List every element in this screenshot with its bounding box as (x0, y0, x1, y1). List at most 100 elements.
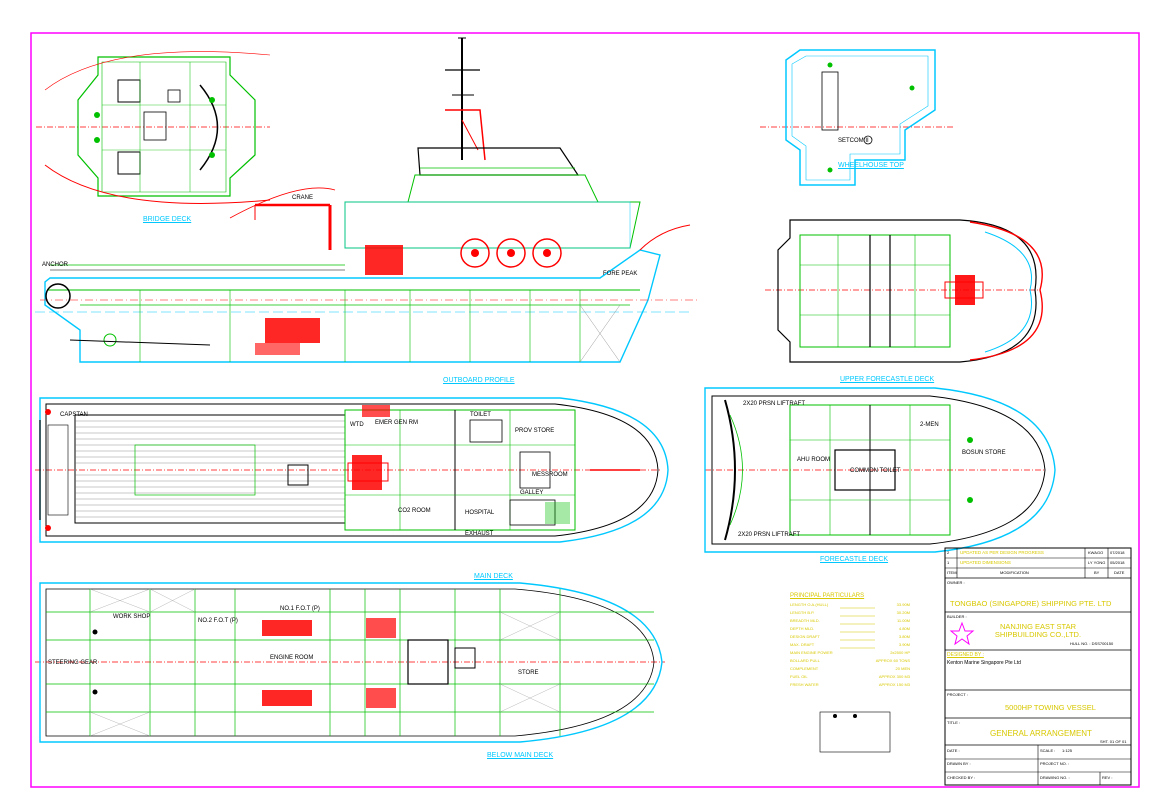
particulars-label: FRESH WATER (790, 682, 819, 687)
particulars-value: 20 MEN (895, 666, 910, 671)
rev-row-2-no: 1 (947, 560, 950, 565)
builder-name: NANJING EAST STAR SHIPBUILDING CO.,LTD. (994, 622, 1082, 640)
particulars-rows: LENGTH O.A.(HULL) 33.90M LENGTH B.P.30.20M… (790, 602, 910, 690)
designer-label: DESIGNED BY : (947, 652, 984, 658)
rev-row-1-no: 2 (947, 550, 950, 555)
particulars-label: BOLLARD PULL (790, 658, 820, 663)
below-main-deck-title: BELOW MAIN DECK (487, 752, 554, 759)
upper-forecastle-deck-title: UPPER FORECASTLE DECK (840, 376, 935, 383)
owner-label: OWNER : (947, 580, 965, 585)
rev-row-1-text: UPDATED AS PER DESIGN PROGRESS (960, 550, 1044, 555)
wheelhouse-top-plan (760, 49, 955, 186)
particulars-row: DESIGN DRAFT 3.80M (790, 634, 910, 642)
particulars-row: LENGTH O.A.(HULL) 33.90M (790, 602, 910, 610)
particulars-underlines (840, 607, 875, 649)
drawing-title: GENERAL ARRANGEMENT (990, 729, 1092, 738)
rev-header-by: BY (1094, 570, 1100, 575)
checked-by-label: CHECKED BY : (947, 775, 976, 780)
liferaft-bottom-label: 2X20 PRSN LIFTRAFT (738, 532, 801, 538)
project-name: 5000HP TOWING VESSEL (1005, 703, 1096, 712)
main-deck-plan (35, 397, 669, 543)
sheet-border (30, 32, 1140, 788)
hull-number: HULL NO. : DSS700150 (1070, 641, 1114, 646)
particulars-row: FUEL OIL APPROX 300 M3 (790, 674, 910, 682)
title-label: TITLE : (947, 720, 961, 725)
rev-row-2-text: UPDATED DIMENSIONS (960, 560, 1011, 565)
particulars-heading: PRINCIPAL PARTICULARS (790, 593, 865, 599)
emer-gen-rm-label: EMER GEN RM (375, 420, 419, 426)
particulars-row: LENGTH B.P.30.20M (790, 610, 910, 618)
project-no-label: PROJECT NO. : (1040, 761, 1070, 766)
main-deck-title: MAIN DECK (474, 573, 513, 580)
below-main-deck-plan (35, 582, 665, 743)
anchor-label: ANCHOR (42, 262, 69, 268)
common-toilet-label: COMMON TOILET (850, 468, 901, 474)
drawing-no-label: DRAWING NO. : (1040, 775, 1070, 780)
symbol-legend-box (819, 711, 891, 753)
particulars-row: DEPTH MLD.4.80M (790, 626, 910, 634)
workshop-label: WORK SHOP (113, 614, 151, 620)
particulars-label: MAIN ENGINE POWER (790, 650, 833, 655)
forecastle-deck-plan (704, 387, 1056, 553)
particulars-value: 30.20M (896, 610, 910, 615)
capstan-label: CAPSTAN (60, 412, 88, 418)
particulars-value: 3.80M (898, 634, 910, 639)
bridge-deck-title: BRIDGE DECK (143, 216, 192, 223)
rev-row-2-by: LY YONG (1088, 560, 1106, 565)
hospital-label: HOSPITAL (465, 510, 495, 516)
co2-room-label: CO2 ROOM (398, 508, 431, 514)
toilet-label: TOILET (470, 412, 491, 418)
rev-header-modification: MODIFICATION (1000, 570, 1029, 575)
particulars-value: 3.90M (898, 642, 910, 647)
particulars-value: APPROX 60 TONS (875, 658, 910, 663)
particulars-label: MAX. DRAFT (790, 642, 815, 647)
liferaft-top-label: 2X20 PRSN LIFTRAFT (743, 401, 806, 407)
owner-name: TONGBAO (SINGAPORE) SHIPPING PTE. LTD (950, 599, 1112, 608)
particulars-value: 11.00M (896, 618, 910, 623)
particulars-label: FUEL OIL (790, 674, 808, 679)
particulars-label: LENGTH O.A.(HULL) (790, 602, 829, 607)
forecastle-deck-title: FORECASTLE DECK (820, 556, 889, 563)
title-block-frame (944, 547, 1132, 786)
particulars-label: DEPTH MLD. (790, 626, 815, 631)
rev-header-item: ITEM (947, 570, 957, 575)
builder-logo-star (949, 621, 975, 646)
rev-row-1-by: KWAGO (1088, 550, 1104, 555)
particulars-row: FRESH WATER APPROX 150 M3 (790, 682, 910, 690)
particulars-row: COMPLEMENT 20 MEN (790, 666, 910, 674)
builder-label: BUILDER : (947, 614, 967, 619)
particulars-row: BOLLARD PULL APPROX 60 TONS (790, 658, 910, 666)
particulars-label: COMPLEMENT (790, 666, 819, 671)
sheet-number: SHT. 01 OF 01 (1100, 739, 1127, 744)
outboard-profile (35, 37, 700, 363)
steering-gear-label: STEERING GEAR (48, 660, 98, 666)
upper-forecastle-deck-plan (765, 219, 1043, 363)
particulars-value: 33.90M (896, 602, 910, 607)
drawn-by-label: DRAWN BY : (947, 761, 971, 766)
engine-room-label: ENGINE ROOM (270, 655, 314, 661)
bridge-deck-plan (36, 51, 271, 204)
outboard-profile-title: OUTBOARD PROFILE (443, 377, 515, 384)
particulars-value: 2x2500 HP (890, 650, 910, 655)
particulars-value: APPROX 150 M3 (878, 682, 910, 687)
particulars-value: APPROX 300 M3 (878, 674, 910, 679)
particulars-row: MAIN ENGINE POWER 2x2500 HP (790, 650, 910, 658)
date-label: DATE : (947, 748, 960, 753)
wtd-label: WTD (350, 422, 364, 428)
scale-value: 1:125 (1062, 748, 1073, 753)
project-label: PROJECT : (947, 692, 968, 697)
particulars-label: DESIGN DRAFT (790, 634, 820, 639)
principal-particulars: PRINCIPAL PARTICULARS LENGTH O.A.(HULL) 3… (790, 593, 910, 690)
no1-fot-label: NO.1 F.O.T (P) (280, 606, 320, 612)
setcom-label: SETCOM II (838, 138, 869, 144)
rev-header-date: DATE (1114, 570, 1125, 575)
bosun-store-label: BOSUN STORE (962, 450, 1006, 456)
particulars-row: BREADTH MLD.11.00M (790, 618, 910, 626)
rev-label: REV : (1102, 775, 1113, 780)
messroom-label: MESSROOM (532, 472, 568, 478)
galley-label: GALLEY (520, 490, 544, 496)
crane-label: CRANE (292, 195, 314, 201)
rev-row-2-date: 05/2018 (1110, 560, 1125, 565)
